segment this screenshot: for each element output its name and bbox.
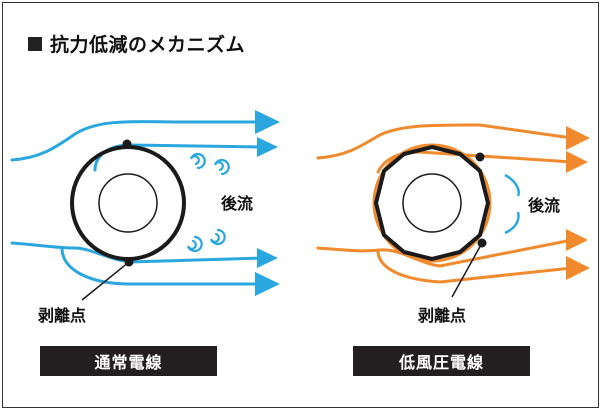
arrow-head-top-outer-right: [566, 126, 590, 150]
normal-wire: [70, 145, 186, 261]
airflow-line-top-outer-right: [316, 123, 574, 160]
title-bullet-square: [28, 36, 42, 51]
low-pressure-wire: [373, 144, 491, 262]
separation-leader-right: [451, 242, 483, 298]
airflow-line-top-outer: [10, 120, 265, 162]
wake-bracket-bottom: [504, 211, 520, 235]
arrow-head-bottom-outer: [255, 272, 280, 296]
caption-low-pressure-wire: 低風圧電線: [353, 346, 530, 376]
wake-swirl-1: [189, 152, 206, 170]
figure-frame: [2, 2, 599, 408]
wake-swirl-4: [186, 235, 203, 253]
low-pressure-wire-inner-circle: [402, 173, 462, 233]
arrow-head-bottom-inner: [257, 248, 278, 268]
wake-label-left: 後流: [221, 194, 253, 213]
arrow-head-bottom-inner-right: [566, 229, 588, 251]
separation-leader-left: [81, 261, 130, 301]
wake-label-right: 後流: [528, 196, 560, 215]
figure-title: 抗力低減のメカニズム: [50, 34, 246, 56]
normal-wire-inner-circle: [98, 173, 158, 233]
separation-point-top-right: [475, 152, 485, 162]
arrow-head-bottom-outer-right: [566, 256, 590, 280]
airflow-line-bottom-outer-right: [376, 250, 574, 284]
low-pressure-wire-polygon: [373, 144, 491, 262]
separation-point-top-left: [122, 139, 132, 149]
separation-label-right: 剥離点: [418, 306, 466, 325]
wake-swirl-2: [213, 158, 230, 176]
normal-wire-outer-circle: [70, 145, 186, 261]
airflow-line-bottom-outer: [60, 246, 265, 286]
arrow-head-top-inner-right: [566, 151, 588, 173]
arrow-head-top-outer: [255, 110, 280, 134]
wake-swirl-3: [209, 228, 226, 246]
wake-bracket-top: [504, 173, 520, 197]
title-row: 抗力低減のメカニズム: [28, 30, 245, 57]
caption-normal-wire: 通常電線: [40, 346, 217, 376]
airflow-line-bottom-inner-right: [316, 238, 574, 268]
arrow-head-top-inner: [257, 137, 278, 157]
separation-label-left: 剥離点: [38, 306, 86, 325]
